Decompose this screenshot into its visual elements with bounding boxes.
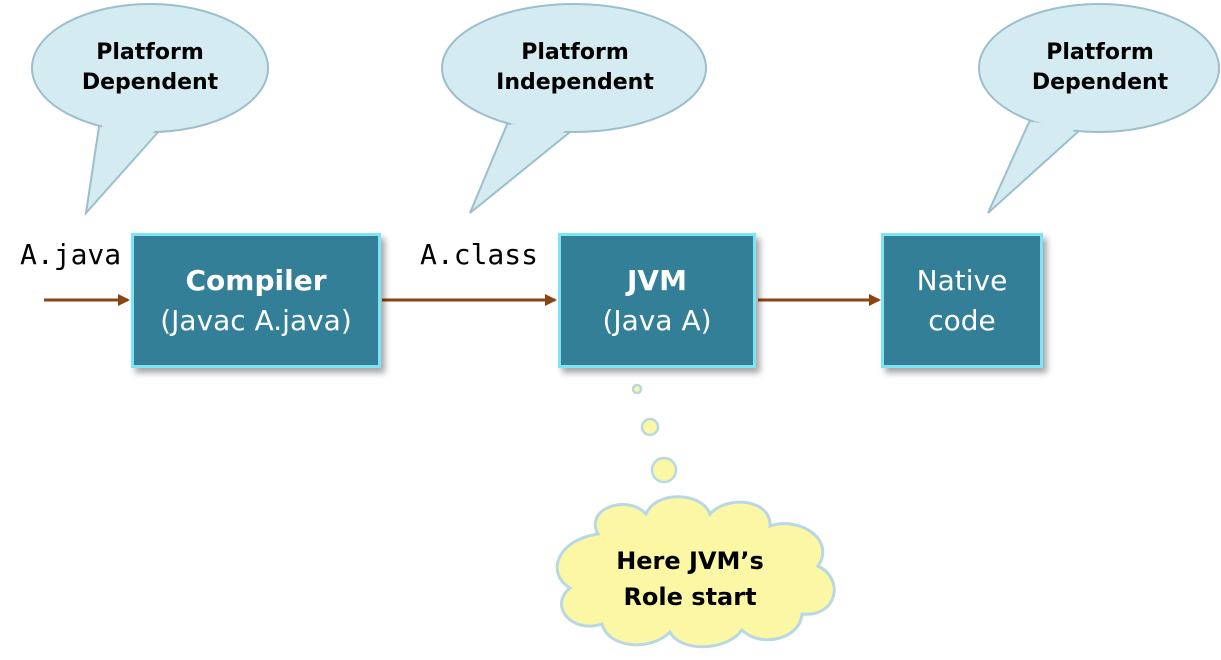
jvm-box: JVM (Java A)	[558, 233, 756, 368]
source-file-label: A.java	[20, 238, 122, 271]
thought-bubble-trail	[631, 383, 678, 484]
bubble-right-line1: Platform	[1046, 40, 1154, 65]
bubble-label-right: Platform Dependent	[1010, 38, 1190, 98]
native-line2: code	[928, 303, 996, 337]
bubble-left-line2: Dependent	[81, 70, 219, 95]
compiler-title: Compiler	[185, 263, 327, 297]
bubble-middle-line1: Platform	[521, 40, 629, 65]
jvm-subtitle: (Java A)	[602, 303, 712, 337]
bubble-right-line2: Dependent	[1031, 70, 1169, 95]
speech-bubble-platform-dependent-right	[978, 3, 1220, 214]
bytecode-file-label: A.class	[420, 238, 539, 271]
thought-cloud	[555, 495, 836, 649]
speech-bubble-platform-independent	[441, 3, 707, 214]
bubble-label-left: Platform Dependent	[60, 38, 240, 98]
thought-line2: Role start	[623, 583, 757, 611]
compiler-subtitle: (Javac A.java)	[160, 303, 352, 337]
bubble-middle-line2: Independent	[496, 70, 654, 95]
thought-cloud-text: Here JVM’s Role start	[590, 543, 790, 615]
bubble-label-middle: Platform Independent	[470, 38, 680, 98]
native-line1: Native	[916, 263, 1008, 297]
bubble-left-line1: Platform	[96, 40, 204, 65]
speech-bubble-platform-dependent-left	[31, 3, 269, 217]
thought-line1: Here JVM’s	[616, 547, 764, 575]
compiler-box: Compiler (Javac A.java)	[131, 233, 381, 368]
jvm-title: JVM	[627, 263, 687, 297]
native-code-box: Native code	[881, 233, 1043, 368]
